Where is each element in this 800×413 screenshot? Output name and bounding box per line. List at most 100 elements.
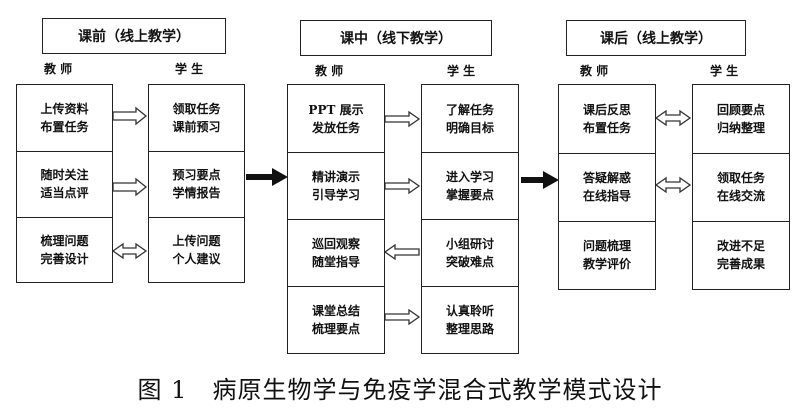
phase-3-student-item: 改进不足 完善成果 [693,221,789,289]
cell-line: 课后反思 [582,103,631,117]
phase-3-title: 课后（线上教学） [566,20,746,56]
cell-line: 突破难点 [445,254,494,269]
phase-2-title: 课中（线下教学） [300,20,492,56]
cell-line: 个人建议 [172,251,221,266]
arrow-p2-r3 [383,243,420,261]
cell-line: 掌握要点 [445,187,494,202]
divider [422,152,518,153]
cell-line: 归纳整理 [716,121,765,135]
phase-2-student-item: 认真聆听 整理思路 [422,286,518,353]
cell-line: 布置任务 [582,121,631,135]
phase-3-student-item: 回顾要点 归纳整理 [693,85,789,153]
divider [559,153,655,154]
phase-1-teacher-label: 教 师 [44,62,73,76]
phase-2-student-item: 进入学习 掌握要点 [422,152,518,219]
phase-3-student-label: 学 生 [710,64,739,78]
phase-1-student-item: 上传问题 个人建议 [149,217,244,282]
phase-1-student-label: 学 生 [175,62,204,76]
cell-line: 明确目标 [445,120,494,135]
cell-line: 随堂指导 [311,254,360,269]
divider [693,221,789,222]
cell-line: 发放任务 [311,120,360,135]
cell-line: 适当点评 [40,186,89,200]
arrow-p1-r2 [112,177,148,197]
cell-line: PPT 展示 [308,102,364,117]
phase-arrow-2 [521,171,559,189]
cell-line: 整理思路 [445,321,494,336]
cell-line: 领取任务 [172,102,221,116]
cell-line: 梳理问题 [40,233,89,248]
cell-line: 问题梳理 [582,239,631,253]
phase-3-student-column: 回顾要点 归纳整理 领取任务 在线交流 改进不足 完善成果 [692,84,790,290]
cell-line: 梳理要点 [311,321,360,336]
divider [149,217,244,218]
phase-2-teacher-item: 精讲演示 引导学习 [288,152,384,219]
cell-line: 改进不足 [716,239,765,253]
arrow-p3-r1 [654,109,692,127]
cell-line: 精讲演示 [311,169,360,184]
phase-2-teacher-item: PPT 展示 发放任务 [288,85,384,152]
cell-line: 布置任务 [40,120,89,134]
divider [288,219,384,220]
divider [17,151,112,152]
cell-line: 随时关注 [40,168,89,182]
arrow-p2-r2 [384,177,421,195]
cell-line: 进入学习 [445,169,494,184]
cell-line: 预习要点 [172,168,221,182]
phase-1-student-item: 领取任务 课前预习 [149,85,244,151]
figure-caption: 图 1 病原生物学与免疫学混合式教学模式设计 [137,376,663,404]
divider [17,217,112,218]
phase-1-student-column: 领取任务 课前预习 预习要点 学情报告 上传问题 个人建议 [148,84,245,283]
divider [288,152,384,153]
phase-3-student-item: 领取任务 在线交流 [693,153,789,221]
arrow-p3-r2 [654,176,692,194]
cell-line: 领取任务 [716,171,765,185]
cell-line: 巡回观察 [311,236,360,251]
phase-1-teacher-item: 随时关注 适当点评 [17,151,112,217]
divider [422,286,518,287]
phase-1-teacher-item: 上传资料 布置任务 [17,85,112,151]
divider [422,219,518,220]
phase-1-teacher-column: 上传资料 布置任务 随时关注 适当点评 梳理问题 完善设计 [16,84,113,283]
divider [693,153,789,154]
phase-2-teacher-column: PPT 展示 发放任务 精讲演示 引导学习 巡回观察 随堂指导 课堂总结 梳理要… [287,84,385,354]
cell-line: 认真聆听 [445,303,494,318]
phase-3-teacher-item: 问题梳理 教学评价 [559,221,655,289]
cell-line: 上传资料 [40,102,89,116]
cell-line: 上传问题 [172,233,221,248]
cell-line: 答疑解惑 [582,171,631,185]
arrow-p1-r3 [111,242,148,260]
phase-3-teacher-column: 课后反思 布置任务 答疑解惑 在线指导 问题梳理 教学评价 [558,84,656,290]
phase-3-teacher-item: 答疑解惑 在线指导 [559,153,655,221]
phase-2-teacher-label: 教 师 [315,64,344,78]
phase-2-student-label: 学 生 [447,64,476,78]
cell-line: 引导学习 [311,187,360,202]
arrow-p2-r1 [384,110,421,128]
phase-3-teacher-item: 课后反思 布置任务 [559,85,655,153]
cell-line: 教学评价 [582,257,631,271]
phase-2-student-item: 小组研讨 突破难点 [422,219,518,286]
cell-line: 回顾要点 [716,103,765,117]
cell-line: 在线交流 [716,189,765,203]
phase-2-student-column: 了解任务 明确目标 进入学习 掌握要点 小组研讨 突破难点 认真聆听 整理思路 [421,84,519,354]
cell-line: 课前预习 [172,120,221,134]
divider [559,221,655,222]
cell-line: 小组研讨 [445,236,494,251]
cell-line: 完善设计 [40,251,89,266]
divider [288,286,384,287]
cell-line: 课堂总结 [311,303,360,318]
cell-line: 了解任务 [445,102,494,117]
divider [149,151,244,152]
phase-arrow-1 [246,168,288,186]
arrow-p2-r4 [384,308,421,326]
phase-3-teacher-label: 教 师 [580,64,609,78]
phase-1-student-item: 预习要点 学情报告 [149,151,244,217]
phase-1-title: 课前（线上教学） [42,18,226,54]
phase-1-teacher-item: 梳理问题 完善设计 [17,217,112,282]
cell-line: 在线指导 [582,189,631,203]
arrow-p1-r1 [112,106,148,126]
phase-2-student-item: 了解任务 明确目标 [422,85,518,152]
phase-2-teacher-item: 巡回观察 随堂指导 [288,219,384,286]
phase-2-teacher-item: 课堂总结 梳理要点 [288,286,384,353]
